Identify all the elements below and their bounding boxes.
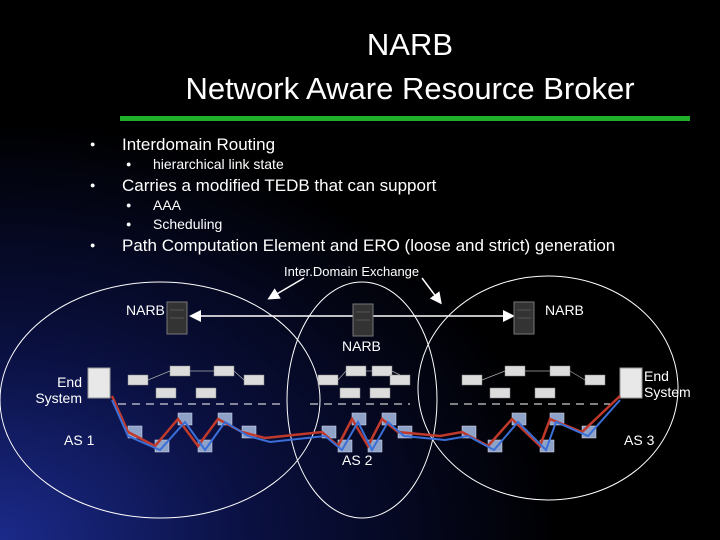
domain-label-as2: AS 2 xyxy=(342,452,373,468)
title-divider xyxy=(120,116,690,121)
end-system-label-left: End System xyxy=(35,374,82,406)
narb-label-as3: NARB xyxy=(545,302,584,318)
domain-label-as1: AS 1 xyxy=(64,432,95,448)
host-links xyxy=(147,370,586,381)
exchange-arrow-left xyxy=(267,277,305,300)
exchange-arrow-right xyxy=(421,277,442,305)
narb-server-icon xyxy=(166,301,535,337)
end-system-icon-right xyxy=(619,367,643,399)
path-red xyxy=(110,395,621,449)
host-node-icons xyxy=(127,365,606,399)
end-system-icon-left xyxy=(87,367,111,399)
bullet-icon: ● xyxy=(90,240,96,250)
sub-bullet-text: hierarchical link state xyxy=(153,156,284,172)
bullet-icon: ● xyxy=(126,200,132,210)
sub-bullet-text: AAA xyxy=(153,197,182,213)
bullet-icon: ● xyxy=(90,180,96,190)
bullet-text: Interdomain Routing xyxy=(122,135,276,154)
as3-domain-ellipse xyxy=(417,275,679,501)
path-blue xyxy=(111,399,621,453)
as1-domain-ellipse xyxy=(0,281,321,519)
bullet-text: Carries a modified TEDB that can support xyxy=(122,176,437,195)
narb-label-as2: NARB xyxy=(342,338,381,354)
interdomain-diagram xyxy=(0,275,679,519)
bullet-icon: ● xyxy=(126,159,132,169)
narb-label-as1: NARB xyxy=(126,302,165,318)
bullet-icon: ● xyxy=(126,219,132,229)
domain-label-as3: AS 3 xyxy=(624,432,655,448)
slide-title-line2: Network Aware Resource Broker xyxy=(185,71,635,106)
bullet-text: Path Computation Element and ERO (loose … xyxy=(122,236,616,255)
bullet-icon: ● xyxy=(90,139,96,149)
as2-domain-ellipse xyxy=(286,281,438,519)
exchange-label: Inter.Domain Exchange xyxy=(284,264,420,279)
end-system-label-right: End System xyxy=(644,368,691,400)
slide-title-line1: NARB xyxy=(366,27,454,62)
sub-bullet-text: Scheduling xyxy=(153,216,223,232)
